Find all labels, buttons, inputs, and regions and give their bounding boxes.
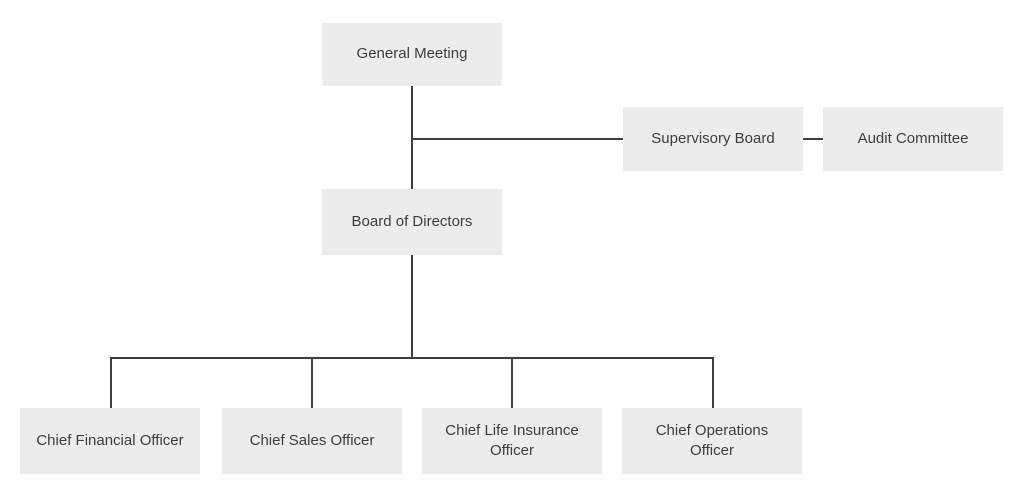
org-node-label: Chief Financial Officer (36, 431, 184, 449)
org-node-audit-committee: Audit Committee (823, 107, 1003, 171)
connector-general-meeting-to-board (411, 85, 413, 189)
org-node-general-meeting: General Meeting (322, 23, 502, 86)
org-node-label: Chief Life Insurance Officer (445, 421, 579, 459)
org-node-supervisory-board: Supervisory Board (623, 107, 803, 171)
connector-branch-bar (110, 357, 713, 359)
org-node-chief-sales-officer: Chief Sales Officer (222, 408, 402, 474)
org-node-chief-operations-officer: Chief Operations Officer (622, 408, 802, 474)
org-node-label: Board of Directors (351, 212, 473, 230)
connector-drop-chief-life-insurance-officer (511, 357, 513, 408)
connector-drop-chief-sales-officer (311, 357, 313, 408)
connector-drop-chief-operations-officer (712, 357, 714, 408)
org-node-label: Audit Committee (857, 129, 969, 147)
org-node-label: Supervisory Board (651, 129, 775, 147)
connector-supervisory-board-to-audit-committee (802, 138, 823, 140)
org-node-chief-financial-officer: Chief Financial Officer (20, 408, 200, 474)
org-node-label: Chief Operations Officer (655, 421, 769, 459)
org-node-board-of-directors: Board of Directors (322, 189, 502, 255)
org-node-label: Chief Sales Officer (249, 431, 375, 449)
org-node-chief-life-insurance-officer: Chief Life Insurance Officer (422, 408, 602, 474)
connector-board-to-branch-bar (411, 255, 413, 358)
connector-trunk-to-supervisory-board (411, 138, 623, 140)
connector-drop-chief-financial-officer (110, 357, 112, 408)
org-node-label: General Meeting (356, 45, 468, 63)
